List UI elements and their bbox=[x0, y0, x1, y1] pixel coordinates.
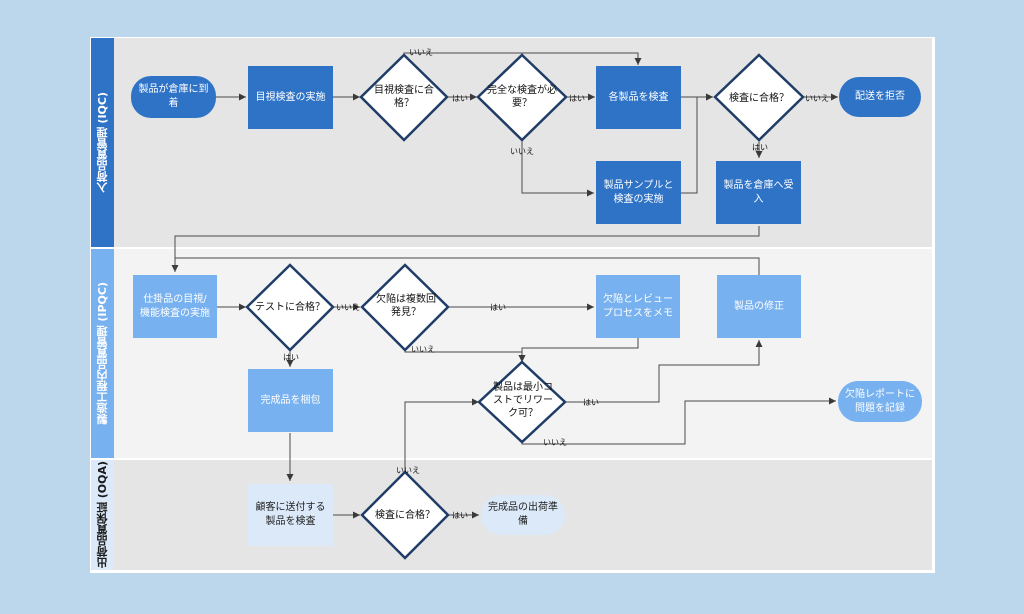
edge-label-yes: はい bbox=[569, 94, 585, 103]
edge-label-yes: はい bbox=[490, 303, 506, 312]
lane-label-iqc: 入荷品質管理 (IQC) bbox=[91, 38, 114, 247]
node-reject: 配送を拒否 bbox=[839, 77, 921, 117]
edge-label-no: いいえ bbox=[411, 345, 435, 354]
edge-reworkq-yes-fix bbox=[565, 340, 763, 403]
node-fix-product: 製品の修正 bbox=[717, 275, 801, 338]
node-accept-warehouse: 製品を倉庫へ受入 bbox=[716, 161, 801, 224]
edge-memo-reworkq bbox=[518, 338, 639, 362]
edge-fix-wip bbox=[174, 257, 760, 276]
edge-label-yes: はい bbox=[583, 398, 599, 407]
label-defect-multi-q: 欠陥は複数回発見？ bbox=[376, 294, 436, 318]
edge-accept-wip bbox=[171, 226, 760, 272]
edge-label-no: いいえ bbox=[409, 48, 433, 57]
edge-sample-passq bbox=[681, 93, 713, 194]
node-report-defect: 欠陥レポートに問題を記録 bbox=[838, 381, 922, 422]
node-pack: 完成品を梱包 bbox=[248, 369, 333, 432]
node-ready-ship: 完成品の出荷準備 bbox=[481, 495, 565, 535]
lane-label-oqa: 出荷品質保証 (OQA) bbox=[91, 460, 114, 570]
diamond-pass-q1 bbox=[713, 53, 805, 142]
edge-label-yes: はい bbox=[452, 94, 468, 103]
node-sample-inspect: 製品サンプルと検査の実施 bbox=[596, 161, 681, 224]
edge-label-yes: はい bbox=[752, 143, 768, 152]
label-test-pass-q: テストに合格？ bbox=[255, 301, 325, 313]
edge-label-no: いいえ bbox=[336, 303, 360, 312]
node-visual-inspect: 目視検査の実施 bbox=[248, 66, 333, 129]
edge-label-no: いいえ bbox=[510, 147, 534, 156]
node-wip-inspect: 仕掛品の目視/機能検査の実施 bbox=[133, 275, 217, 338]
edge-reworkq-no-report bbox=[521, 397, 836, 445]
diamond-visual-pass-q bbox=[359, 53, 449, 142]
node-memo-defect: 欠陥とレビュープロセスをメモ bbox=[596, 275, 680, 338]
edge-label-no: いいえ bbox=[543, 438, 567, 447]
edge-label-yes: はい bbox=[283, 353, 299, 362]
diamond-pass-q2 bbox=[360, 470, 450, 560]
diamond-defect-multi-q bbox=[360, 263, 450, 352]
label-full-inspect-q: 完全な検査が必要？ bbox=[487, 85, 557, 109]
diamond-test-pass-q bbox=[245, 263, 335, 352]
label-pass-q1: 検査に合格？ bbox=[729, 92, 789, 104]
label-pass-q2: 検査に合格？ bbox=[375, 509, 435, 521]
edge-passq2-no-reworkq bbox=[404, 398, 479, 472]
diamond-rework-q bbox=[477, 360, 567, 444]
label-visual-pass-q: 目視検査に合格？ bbox=[374, 85, 434, 109]
edge-label-yes: はい bbox=[452, 511, 468, 520]
node-inspect-each: 各製品を検査 bbox=[596, 66, 681, 129]
label-rework-q: 製品は最小コストでリワーク可？ bbox=[493, 381, 553, 419]
lane-label-ipqc: 製造工程内品質管理 (IPQC) bbox=[91, 249, 114, 458]
node-inspect-ship: 顧客に送付する製品を検査 bbox=[248, 484, 333, 546]
edge-fullq-no-sample bbox=[521, 140, 594, 197]
edge-label-no: いいえ bbox=[396, 466, 420, 475]
node-arrive: 製品が倉庫に到着 bbox=[131, 76, 216, 118]
edge-label-no: いいえ bbox=[805, 94, 829, 103]
diamond-full-inspect-q bbox=[476, 53, 568, 142]
